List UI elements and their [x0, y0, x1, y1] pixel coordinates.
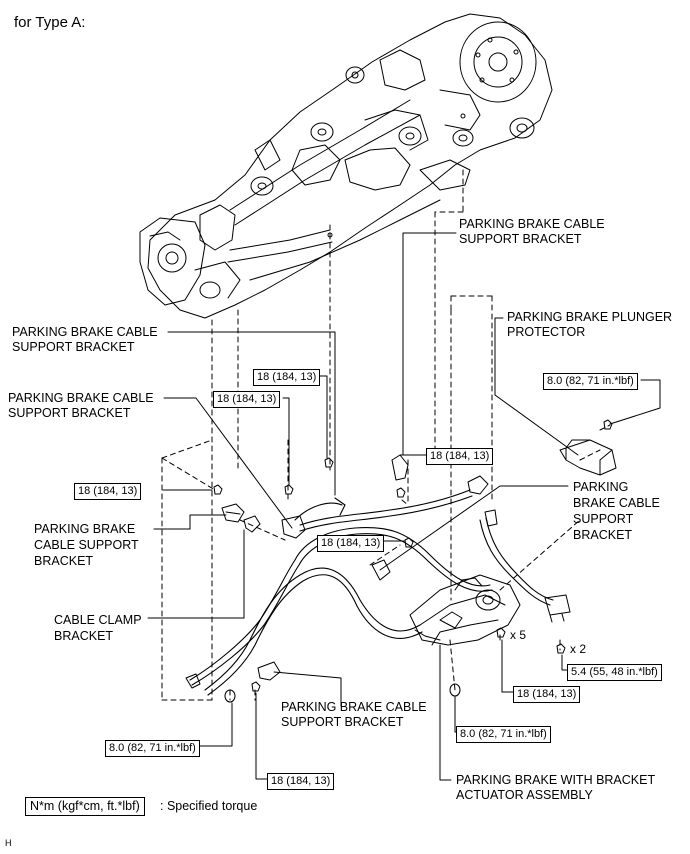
torque-box: 8.0 (82, 71 in.*lbf) — [543, 373, 638, 390]
quantity-x5: x 5 — [510, 628, 527, 642]
torque-box: 5.4 (55, 48 in.*lbf) — [567, 664, 662, 681]
leader-lines — [147, 232, 661, 781]
torque-box: 18 (184, 13) — [513, 686, 581, 703]
rear-suspension-assembly — [139, 13, 553, 319]
torque-box: 18 (184, 13) — [317, 535, 385, 552]
quantity-x2: x 2 — [570, 642, 587, 656]
torque-box: 8.0 (82, 71 in.*lbf) — [105, 740, 200, 757]
parking-brake-actuator — [409, 574, 521, 646]
legend-torque-unit-box: N*m (kgf*cm, ft.*lbf) — [25, 797, 145, 816]
small-parts — [185, 419, 617, 703]
torque-box: 18 (184, 13) — [213, 391, 281, 408]
dashed-reference-lines — [161, 169, 611, 701]
diagram-heading: for Type A: — [14, 14, 86, 31]
torque-box: 18 (184, 13) — [74, 483, 142, 500]
torque-box: 8.0 (82, 71 in.*lbf) — [456, 726, 551, 743]
parking-brake-cables — [189, 489, 554, 696]
corner-mark: H — [5, 838, 12, 848]
torque-box: 18 (184, 13) — [267, 773, 335, 790]
torque-box: 18 (184, 13) — [253, 369, 321, 386]
legend-text: : Specified torque — [160, 799, 258, 813]
torque-box: 18 (184, 13) — [426, 448, 494, 465]
